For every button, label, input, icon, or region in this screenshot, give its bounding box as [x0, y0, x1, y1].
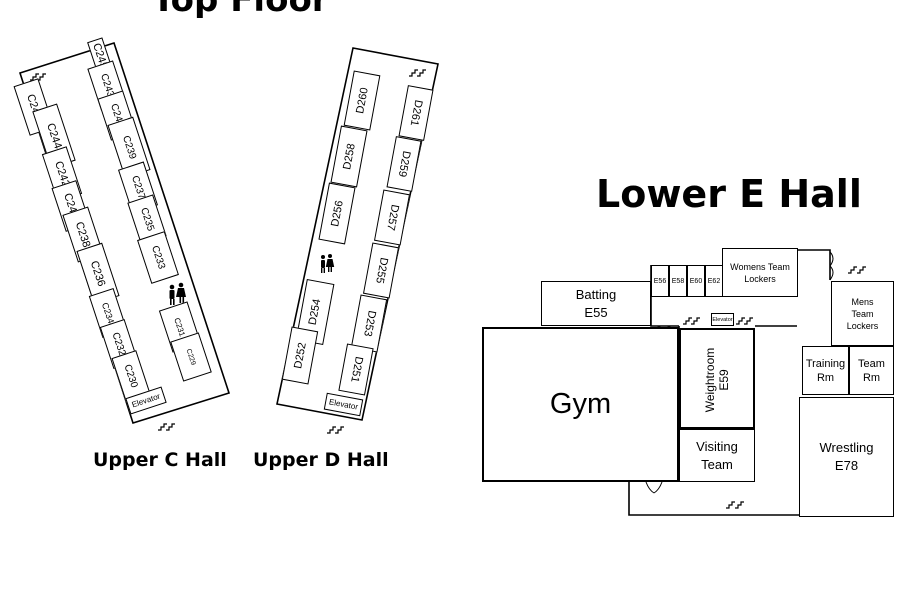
elevator-e[interactable]: Elevator: [711, 313, 734, 326]
upper-c-hall-label: Upper C Hall: [93, 449, 227, 471]
room-mens-lockers[interactable]: Mens Team Lockers: [831, 281, 894, 346]
room-wrestling[interactable]: Wrestling E78: [799, 397, 894, 517]
lower-e-hall-title: Lower E Hall: [596, 172, 862, 216]
weightroom-label: Weightroom E59: [703, 347, 731, 413]
top-floor-title: Top Floor: [152, 0, 329, 20]
room-batting[interactable]: Batting E55: [541, 281, 651, 326]
room-womens-lockers[interactable]: Womens Team Lockers: [722, 248, 798, 297]
room-weightroom[interactable]: [679, 328, 755, 429]
upper-d-hall-outline: [276, 47, 439, 421]
room-gym[interactable]: Gym: [482, 327, 679, 482]
restroom-icon: [169, 254, 335, 305]
stairs-icon: [30, 69, 866, 509]
room-e56[interactable]: E56: [651, 265, 669, 297]
room-e58[interactable]: E58: [669, 265, 687, 297]
room-e62[interactable]: E62: [705, 265, 723, 297]
room-e60[interactable]: E60: [687, 265, 705, 297]
room-training[interactable]: Training Rm: [802, 346, 849, 395]
upper-d-hall-label: Upper D Hall: [253, 449, 389, 471]
room-team[interactable]: Team Rm: [849, 346, 894, 395]
room-visiting-team[interactable]: Visiting Team: [679, 429, 755, 482]
